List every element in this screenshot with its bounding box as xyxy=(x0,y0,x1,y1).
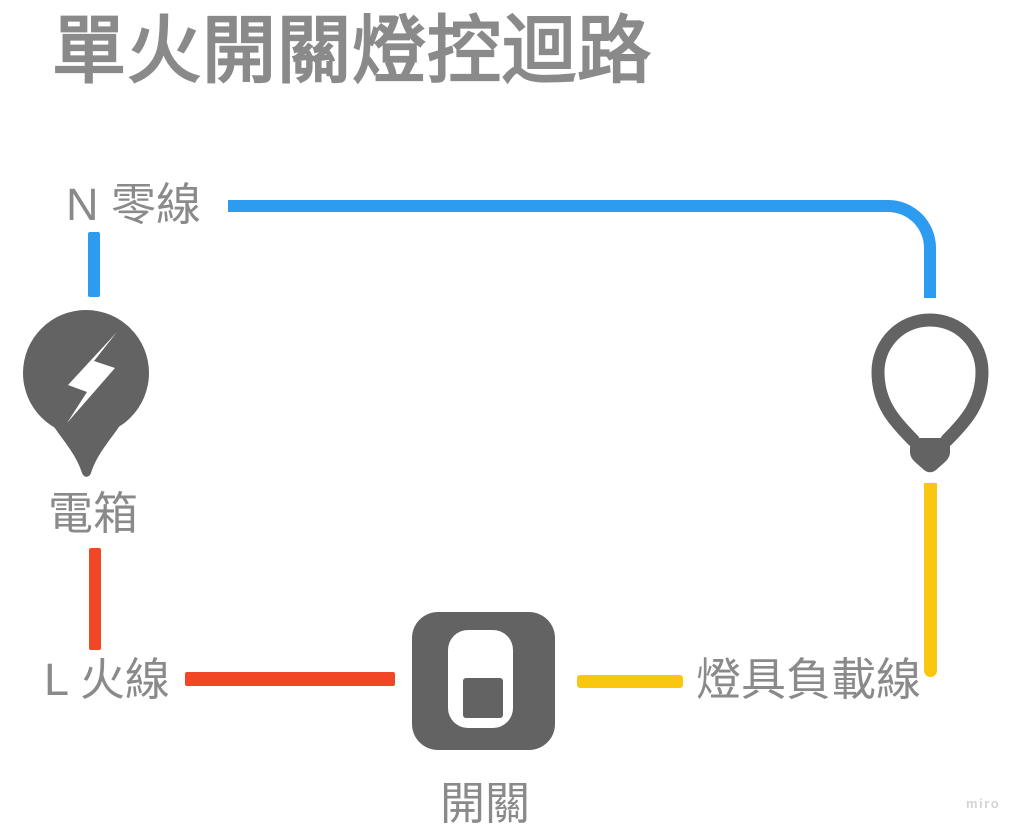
switch-label: 開關 xyxy=(440,778,531,829)
load-wire-label: 燈具負載線 xyxy=(696,654,922,705)
lightning-bolt-icon xyxy=(67,332,117,423)
switch-rocker-pad xyxy=(463,678,503,718)
light-bulb-icon xyxy=(866,309,994,481)
power-panel-pin xyxy=(23,310,149,477)
switch-rocker xyxy=(448,630,513,728)
live-wire-vertical xyxy=(89,548,101,650)
load-wire-vertical xyxy=(924,483,937,677)
load-wire-horizontal xyxy=(577,675,683,688)
miro-watermark[interactable]: miro xyxy=(966,796,1001,811)
neutral-wire-top xyxy=(228,200,936,298)
page-title: 單火開關燈控迴路 xyxy=(52,9,652,92)
power-panel-icon xyxy=(20,306,156,478)
switch-icon xyxy=(412,612,555,750)
light-bulb-glyph xyxy=(871,313,989,473)
panel-label: 電箱 xyxy=(48,488,139,539)
live-wire-horizontal xyxy=(185,672,395,686)
neutral-wire-drop xyxy=(88,232,100,297)
neutral-wire-label: N 零線 xyxy=(66,179,202,230)
live-wire-label: L 火線 xyxy=(44,654,170,705)
